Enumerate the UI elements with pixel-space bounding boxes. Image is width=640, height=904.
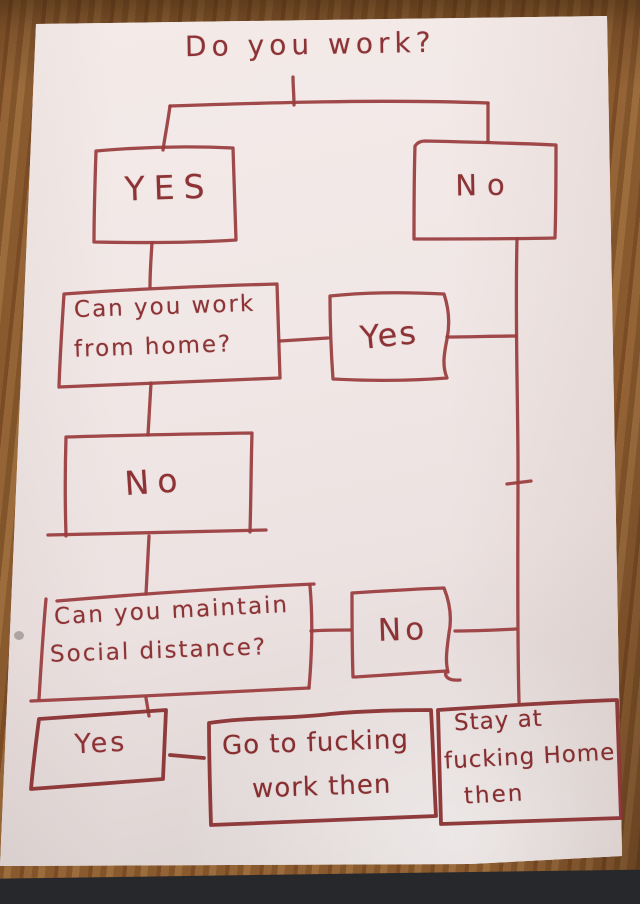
node-no1-label: No [454,167,516,203]
edge-distance-to-no3 [309,628,352,633]
edge-no2-to-distance [144,534,151,596]
edge-yes3-to-work [168,753,206,760]
node-yes1-box [92,145,238,245]
node-home-label-line3: then [463,780,525,810]
node-distance-left-edge [37,597,48,701]
node-wfh-label-line2: from home? [73,331,233,363]
node-distance-top-edge [55,582,316,603]
edge-yes2-to-line [445,334,518,339]
edge-distance-to-yes3 [144,696,151,718]
node-distance-bottom-edge [29,686,311,703]
edge-yes1-to-wfh [148,241,154,289]
node-no3-label: No [377,611,429,649]
node-no1-box [412,139,558,241]
flowchart-title: Do you work? [184,25,436,64]
node-work-label-line2: work then [251,769,392,805]
edge-right-column-line [514,237,521,704]
edge-branch-left-drop [161,104,172,152]
edge-wfh-to-no2 [146,381,153,437]
edge-right-line-tick [505,479,533,486]
node-yes2-box [328,291,451,383]
node-yes1-label: YES [123,166,215,209]
edge-no3-to-line [453,627,518,633]
edge-wfh-to-yes2 [278,336,330,343]
node-home-label-line1: Stay at [453,705,544,737]
node-no2-box [63,431,254,538]
node-yes3-box [29,708,168,791]
node-no3-bottom-edge [353,669,462,682]
node-wfh-box [57,282,282,389]
node-no3-box [350,586,452,679]
node-work-box [207,708,438,827]
paper-speck [14,631,24,640]
node-no2-bottom-edge [46,528,268,537]
node-distance-right-edge [307,584,314,690]
edge-branch-horizontal [168,99,490,108]
node-home-box [436,698,623,826]
node-yes3-label: Yes [73,726,129,761]
